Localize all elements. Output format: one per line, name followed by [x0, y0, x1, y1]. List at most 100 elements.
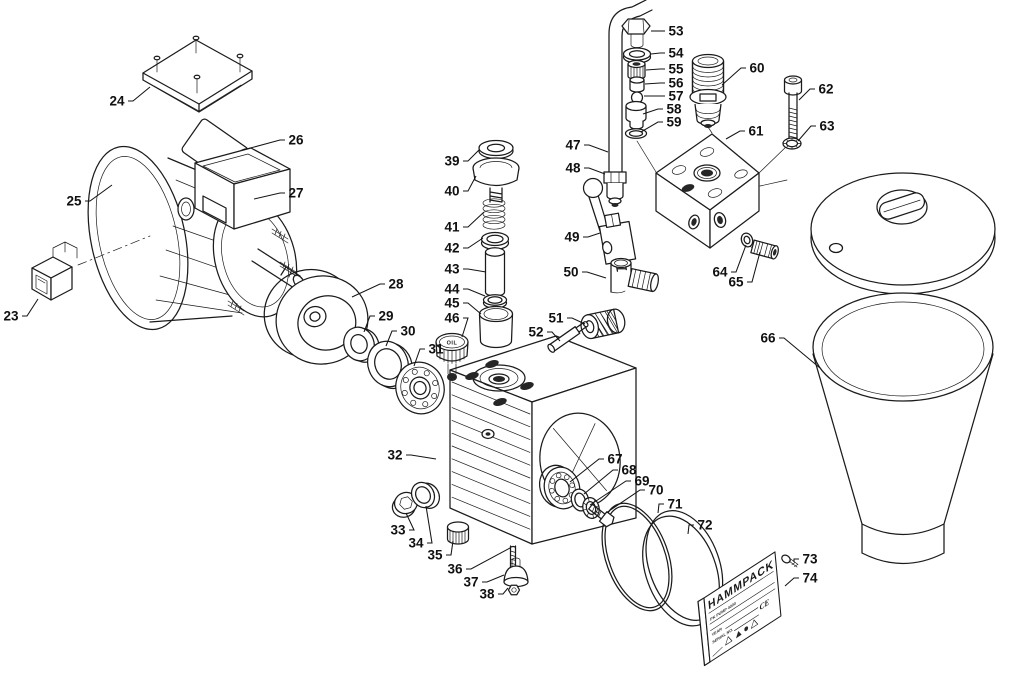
part-53-cap-nut — [621, 18, 651, 48]
callout-48-pipe-fitting: 48 — [565, 161, 606, 176]
part-27-terminal-box — [177, 147, 291, 230]
svg-text:52: 52 — [528, 325, 543, 340]
svg-text:70: 70 — [648, 483, 663, 498]
callout-66-filter-bowl: 66 — [760, 331, 821, 369]
callout-42-o-ring: 42 — [444, 237, 484, 256]
svg-text:33: 33 — [390, 523, 406, 538]
callout-46-oil-filler-cap: 46 — [444, 311, 469, 338]
svg-text:68: 68 — [621, 463, 637, 478]
svg-text:53: 53 — [668, 24, 684, 39]
part-31-bearing — [395, 361, 445, 415]
svg-text:44: 44 — [444, 282, 460, 297]
svg-text:31: 31 — [428, 342, 444, 357]
callout-49-lever-valve: 49 — [564, 230, 601, 245]
ce-mark: CE — [759, 596, 770, 612]
part-73-screw — [781, 554, 799, 568]
callout-70-shaft-bolt: 70 — [605, 483, 664, 514]
callout-50-elbow-fitting: 50 — [563, 265, 607, 280]
oil-cap-text: OIL — [447, 341, 458, 347]
part-69-seal — [582, 497, 600, 519]
callout-44-o-ring-small: 44 — [444, 282, 486, 297]
svg-text:59: 59 — [666, 115, 681, 130]
callout-31-bearing: 31 — [413, 342, 444, 367]
callout-28-fan-wheel: 28 — [351, 277, 404, 298]
callout-59-washer-small: 59 — [640, 115, 682, 133]
callout-63-lock-washer: 63 — [797, 119, 835, 142]
part-46-oil-filler-cap: OIL — [435, 332, 469, 381]
part-40-valve-cover — [472, 157, 520, 203]
part-61-manifold-block — [636, 126, 790, 249]
part-37-rubber-foot — [503, 557, 529, 588]
callout-53-cap-nut: 53 — [651, 24, 684, 39]
svg-text:48: 48 — [565, 161, 581, 176]
callout-34-sealing-washer: 34 — [408, 505, 433, 551]
callouts: 2324252627282930313233343536373839404142… — [3, 24, 835, 602]
svg-text:39: 39 — [444, 154, 459, 169]
name-plate-year-label: YEAR — [712, 626, 723, 637]
callout-24-terminal-cover: 24 — [109, 86, 151, 109]
callout-41-spring: 41 — [444, 211, 485, 235]
callout-65-plug-fitting: 65 — [728, 251, 761, 290]
callout-32-pump-body: 32 — [387, 448, 437, 463]
svg-text:73: 73 — [802, 552, 818, 567]
svg-text:55: 55 — [668, 62, 684, 77]
callout-39-washer: 39 — [444, 149, 480, 169]
svg-text:41: 41 — [444, 220, 460, 235]
part-35-knurled-cap — [446, 521, 470, 545]
svg-text:36: 36 — [447, 562, 463, 577]
callout-36-stud: 36 — [447, 547, 511, 577]
callout-37-rubber-foot: 37 — [463, 575, 505, 590]
svg-text:25: 25 — [66, 194, 82, 209]
part-62-bolt — [783, 75, 803, 143]
svg-text:38: 38 — [479, 587, 495, 602]
svg-text:23: 23 — [3, 309, 19, 324]
callout-23-power-plug: 23 — [3, 298, 39, 324]
callout-62-bolt: 62 — [798, 82, 834, 101]
callout-71-o-ring-large: 71 — [657, 497, 683, 514]
callout-60-muffler: 60 — [721, 61, 765, 86]
part-24-terminal-cover — [142, 35, 253, 113]
part-56-fitting — [629, 76, 645, 93]
callout-57-ball: 57 — [644, 89, 684, 104]
svg-text:62: 62 — [818, 82, 833, 97]
svg-text:45: 45 — [444, 296, 460, 311]
svg-text:32: 32 — [387, 448, 402, 463]
svg-text:57: 57 — [668, 89, 683, 104]
svg-text:37: 37 — [463, 575, 478, 590]
svg-text:46: 46 — [444, 311, 460, 326]
svg-text:26: 26 — [288, 133, 304, 148]
svg-text:54: 54 — [668, 46, 684, 61]
svg-text:40: 40 — [444, 184, 459, 199]
svg-text:67: 67 — [607, 452, 622, 467]
part-36-stud — [509, 545, 517, 572]
part-42-o-ring — [480, 231, 510, 251]
svg-text:61: 61 — [748, 124, 764, 139]
callout-68-washer: 68 — [583, 463, 637, 495]
part-50-elbow-fitting — [610, 257, 660, 294]
part-41-spring — [482, 198, 506, 230]
part-23-power-plug — [31, 235, 151, 301]
svg-text:24: 24 — [109, 94, 125, 109]
callout-25-motor-housing: 25 — [66, 184, 113, 209]
part-52-pin — [547, 321, 589, 353]
svg-text:60: 60 — [749, 61, 764, 76]
svg-text:27: 27 — [288, 186, 303, 201]
part-34-sealing-washer — [410, 481, 441, 509]
svg-text:74: 74 — [802, 571, 818, 586]
svg-text:43: 43 — [444, 262, 460, 277]
callout-30-seal-ring: 30 — [385, 324, 416, 347]
callout-54-washer: 54 — [650, 46, 684, 61]
part-45-valve-cup — [478, 305, 514, 349]
svg-text:34: 34 — [408, 536, 424, 551]
bowl-lid — [810, 172, 996, 295]
part-29-hub — [343, 326, 380, 363]
part-48-pipe-fitting — [603, 171, 627, 207]
callout-74-name-plate: 74 — [784, 571, 818, 587]
svg-text:63: 63 — [819, 119, 835, 134]
svg-text:64: 64 — [712, 265, 728, 280]
svg-text:50: 50 — [563, 265, 578, 280]
callout-58-valve-body: 58 — [642, 102, 682, 117]
part-43-valve-cylinder — [484, 247, 506, 297]
part-39-washer — [478, 139, 514, 160]
